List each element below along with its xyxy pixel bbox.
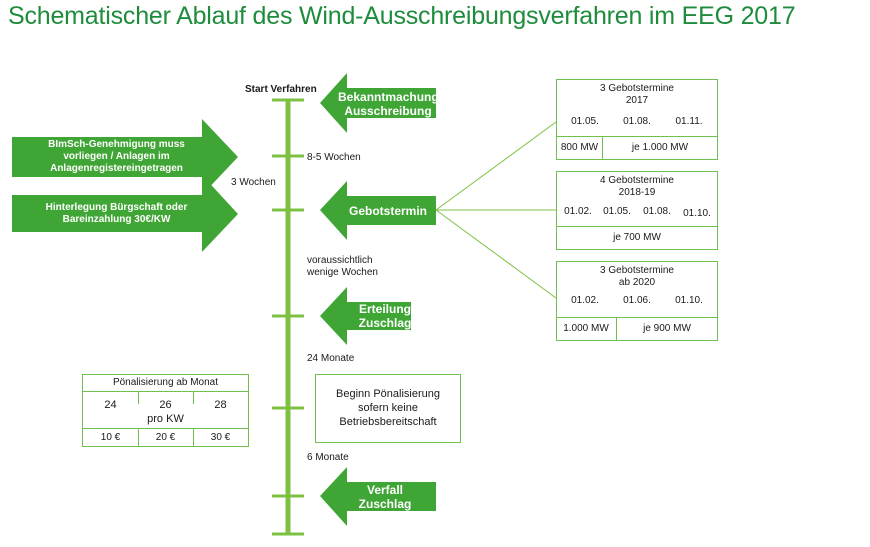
box-2020-divider: [557, 317, 717, 318]
arrow-bekanntmachung-line2: Ausschreibung: [344, 104, 432, 118]
arrow-gebotstermin-label: Gebotstermin: [340, 204, 436, 218]
start-label: Start Verfahren: [245, 84, 317, 95]
box-2020-title1: 3 Gebotstermine: [600, 265, 674, 276]
arrow-erteilung-line2: Zuschlag: [358, 316, 412, 330]
box-2018-title2: 2018-19: [618, 187, 656, 198]
arrow-verfall-label: Verfall Zuschlag: [345, 483, 425, 511]
arrow-hinterlegung-line2: Bareinzahlung 30€/KW: [62, 214, 171, 225]
box-2017-date-2: 01.08.: [623, 116, 651, 127]
box-2017-divider: [557, 136, 717, 137]
poenal-price-2: 20 €: [155, 432, 176, 443]
box-2017-title1: 3 Gebotstermine: [600, 83, 674, 94]
box-2018-date-4: 01.10.: [683, 208, 711, 219]
arrow-bimsch-line2: vorliegen / Anlagen im: [63, 151, 170, 162]
arrow-bimsch-line3: Anlagenregistereingetragen: [50, 163, 183, 174]
beginn-line3: Betriebsbereitschaft: [339, 416, 437, 428]
arrow-erteilung-label: Erteilung Zuschlag: [345, 302, 425, 330]
interval-second-line1: voraussichtlich: [307, 255, 373, 266]
poenal-vdivider-2: [193, 391, 194, 404]
box-beginn-poenalisierung: Beginn Pönalisierung sofern keine Betrie…: [315, 374, 461, 443]
poenal-divider-top: [83, 391, 248, 392]
box-2020-date-1: 01.02.: [571, 295, 599, 306]
arrow-gebotstermin: [320, 181, 436, 240]
poenal-month-2: 26: [159, 399, 172, 411]
box-2020-title2: ab 2020: [618, 277, 656, 288]
poenal-divider-bottom: [83, 428, 248, 429]
poenal-vdivider-3: [138, 428, 139, 446]
arrow-hinterlegung-label: Hinterlegung Bürgschaft oder Bareinzahlu…: [14, 202, 219, 226]
arrow-bimsch: [12, 119, 238, 195]
arrow-hinterlegung-line1: Hinterlegung Bürgschaft oder: [45, 202, 188, 213]
arrow-bekanntmachung-line1: Bekanntmachung: [338, 90, 439, 104]
connector-2017: [435, 121, 557, 211]
box-2017-date-3: 01.11.: [675, 116, 703, 127]
box-2017-mw2: je 1.000 MW: [631, 142, 689, 153]
arrow-verfall: [320, 467, 436, 526]
arrow-verfall-line1: Verfall: [366, 483, 404, 497]
box-2020: 3 Gebotstermine ab 2020 01.02. 01.06. 01…: [556, 261, 718, 341]
arrow-bimsch-label: BImSch-Genehmigung muss vorliegen / Anla…: [14, 139, 219, 175]
box-2017-vdivider: [602, 136, 603, 159]
box-2020-mw2: je 900 MW: [643, 323, 691, 334]
arrow-erteilung-line1: Erteilung: [358, 302, 411, 316]
beginn-line2: sofern keine: [358, 402, 418, 414]
interval-third: 24 Monate: [307, 353, 355, 364]
box-2018-date-2: 01.05.: [603, 206, 631, 217]
arrow-bekanntmachung: [320, 73, 436, 133]
poenal-sub: pro KW: [147, 413, 184, 425]
arrow-gebotstermin-line1: Gebotstermin: [348, 204, 427, 218]
poenal-vdivider-1: [138, 391, 139, 404]
box-2017-mw1: 800 MW: [560, 142, 599, 153]
poenal-vdivider-4: [193, 428, 194, 446]
box-2020-date-3: 01.10.: [675, 295, 703, 306]
box-2018: 4 Gebotstermine 2018-19 01.02. 01.05. 01…: [556, 171, 718, 250]
box-2018-mw: je 700 MW: [613, 232, 661, 243]
box-2017-title2: 2017: [625, 95, 649, 106]
poenal-month-3: 28: [214, 399, 227, 411]
box-2018-divider: [557, 226, 717, 227]
poenal-price-1: 10 €: [100, 432, 121, 443]
box-2020-date-2: 01.06.: [623, 295, 651, 306]
interval-first: 8-5 Wochen: [307, 152, 361, 163]
box-2020-mw1: 1.000 MW: [563, 323, 609, 334]
arrow-verfall-line2: Zuschlag: [358, 497, 412, 511]
arrow-bekanntmachung-label: Bekanntmachung Ausschreibung: [338, 90, 439, 118]
page-title: Schematischer Ablauf des Wind-Ausschreib…: [8, 2, 796, 30]
box-2017: 3 Gebotstermine 2017 01.05. 01.08. 01.11…: [556, 79, 718, 160]
poenal-price-3: 30 €: [210, 432, 231, 443]
interval-fourth: 6 Monate: [307, 452, 349, 463]
connector-2020: [435, 209, 557, 299]
box-2017-date-1: 01.05.: [571, 116, 599, 127]
poenal-month-1: 24: [104, 399, 117, 411]
box-2018-date-1: 01.02.: [564, 206, 592, 217]
beginn-line1: Beginn Pönalisierung: [336, 388, 440, 400]
box-2018-title1: 4 Gebotstermine: [600, 175, 674, 186]
box-poenalisierung: Pönalisierung ab Monat 24 26 28 pro KW 1…: [82, 374, 249, 447]
arrow-erteilung: [320, 287, 411, 345]
arrow-bimsch-line1: BImSch-Genehmigung muss: [48, 139, 185, 150]
poenal-title: Pönalisierung ab Monat: [112, 377, 219, 388]
box-2018-date-3: 01.08.: [643, 206, 671, 217]
arrow-hinterlegung: [12, 175, 238, 252]
interval-left: 3 Wochen: [231, 177, 276, 188]
interval-second-line2: wenige Wochen: [307, 267, 378, 278]
box-2020-vdivider: [616, 317, 617, 340]
